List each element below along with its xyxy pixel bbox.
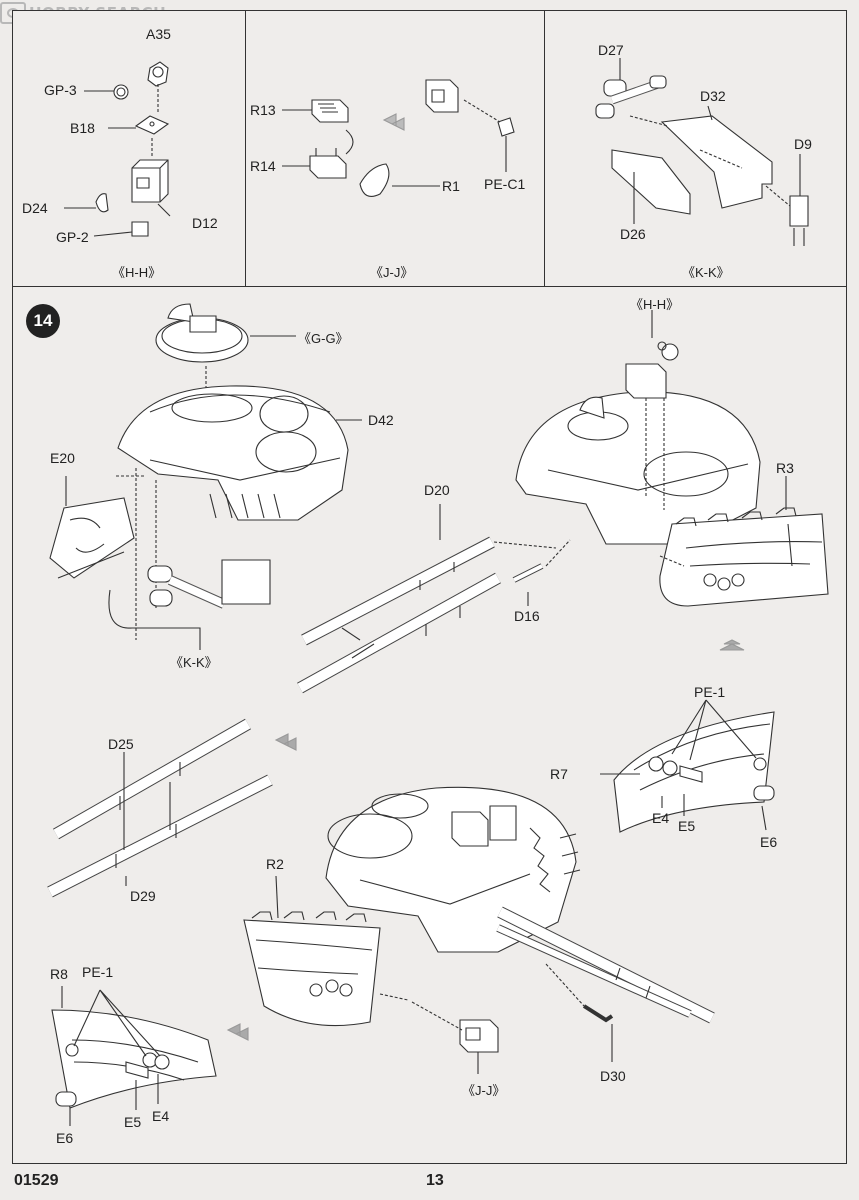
panel-hh — [12, 10, 246, 287]
label-kk-main: 《K-K》 — [170, 655, 218, 670]
jj-block-lower-illustration — [412, 1002, 498, 1074]
label-d16: D16 — [514, 608, 540, 624]
turret-upper-left-illustration — [118, 386, 362, 520]
label-pe1-right: PE-1 — [694, 684, 726, 700]
label-pe1-left: PE-1 — [82, 964, 114, 980]
label-d32: D32 — [700, 88, 726, 104]
caption-kk: 《K-K》 — [682, 265, 730, 280]
label-r1: R1 — [442, 178, 460, 194]
label-e6-right: E6 — [760, 834, 778, 850]
label-hh-main: 《H-H》 — [630, 297, 680, 312]
label-e6-left: E6 — [56, 1130, 74, 1146]
label-e20: E20 — [50, 450, 75, 466]
page-number: 13 — [426, 1172, 444, 1189]
label-d29: D29 — [130, 888, 156, 904]
label-b18: B18 — [70, 120, 95, 136]
r8-panel-illustration — [52, 986, 248, 1126]
label-d24: D24 — [22, 200, 48, 216]
label-r7: R7 — [550, 766, 568, 782]
label-e5-left: E5 — [124, 1114, 142, 1130]
label-e4-right: E4 — [652, 810, 670, 826]
label-d20: D20 — [424, 482, 450, 498]
r3-panel-illustration — [660, 476, 828, 606]
turret-lower-center-illustration — [326, 787, 712, 1062]
caption-hh: 《H-H》 — [112, 265, 162, 280]
label-gp2: GP-2 — [56, 229, 89, 245]
label-d26: D26 — [620, 226, 646, 242]
d25-d29-barrels-illustration — [50, 724, 296, 892]
label-e5-right: E5 — [678, 818, 696, 834]
label-r2: R2 — [266, 856, 284, 872]
kk-parts-illustration — [596, 58, 808, 246]
label-a35: A35 — [146, 26, 171, 42]
label-d30: D30 — [600, 1068, 626, 1084]
turret-upper-right-illustration — [516, 310, 760, 544]
label-r8: R8 — [50, 966, 68, 982]
label-d27: D27 — [598, 42, 624, 58]
label-d42: D42 — [368, 412, 394, 428]
caption-jj: 《J-J》 — [370, 265, 414, 280]
e20-panel-illustration — [50, 468, 270, 650]
hh-parts-illustration — [64, 62, 170, 236]
label-r3: R3 — [776, 460, 794, 476]
label-pe-c1: PE-C1 — [484, 176, 526, 192]
gg-cupola-illustration — [156, 304, 296, 410]
kit-number: 01529 — [14, 1172, 59, 1189]
label-gp3: GP-3 — [44, 82, 77, 98]
r2-panel-illustration — [244, 876, 408, 1026]
label-d9: D9 — [794, 136, 812, 152]
label-d12: D12 — [192, 215, 218, 231]
label-e4-left: E4 — [152, 1108, 170, 1124]
step-number-badge: 14 — [26, 304, 60, 338]
label-r14: R14 — [250, 158, 276, 174]
label-gg: 《G-G》 — [298, 331, 349, 346]
r7-panel-illustration — [600, 640, 774, 832]
d20-barrel-illustration — [300, 504, 570, 688]
label-d25: D25 — [108, 736, 134, 752]
label-jj-main: 《J-J》 — [462, 1083, 506, 1098]
label-r13: R13 — [250, 102, 276, 118]
jj-parts-illustration — [282, 80, 514, 196]
